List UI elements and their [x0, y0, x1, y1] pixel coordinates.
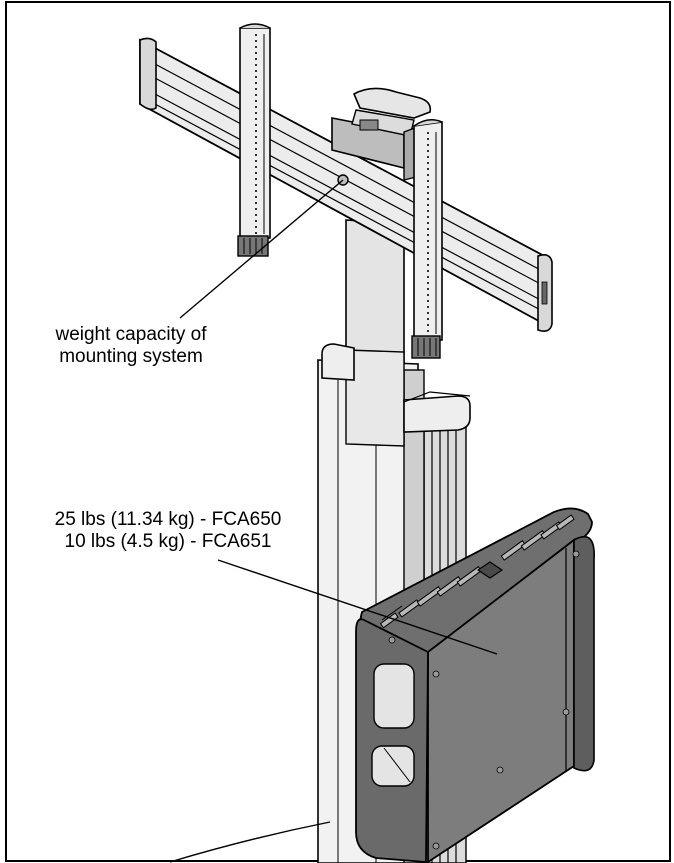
leader-line-shelf [217, 559, 498, 655]
column-collar [321, 343, 471, 433]
mount-weight-callout: weight capacity of mounting system [22, 324, 240, 368]
vertical-bracket-right [411, 119, 443, 359]
accessory-shelf [355, 507, 595, 863]
mounting-plate [331, 87, 432, 181]
accessory-capacity-callout-line1: 25 lbs (11.34 kg) - FCA650 [54, 509, 282, 530]
vertical-bracket-left [237, 23, 271, 257]
base-arc [169, 821, 331, 863]
accessory-capacity-callout-line2: 10 lbs (4.5 kg) - FCA651 [64, 531, 272, 552]
mount-weight-callout-line2: mounting system [59, 346, 203, 367]
accessory-capacity-callout: 25 lbs (11.34 kg) - FCA650 10 lbs (4.5 k… [18, 509, 318, 553]
leader-line-mount [179, 179, 344, 319]
mount-weight-callout-line1: weight capacity of [55, 324, 207, 345]
